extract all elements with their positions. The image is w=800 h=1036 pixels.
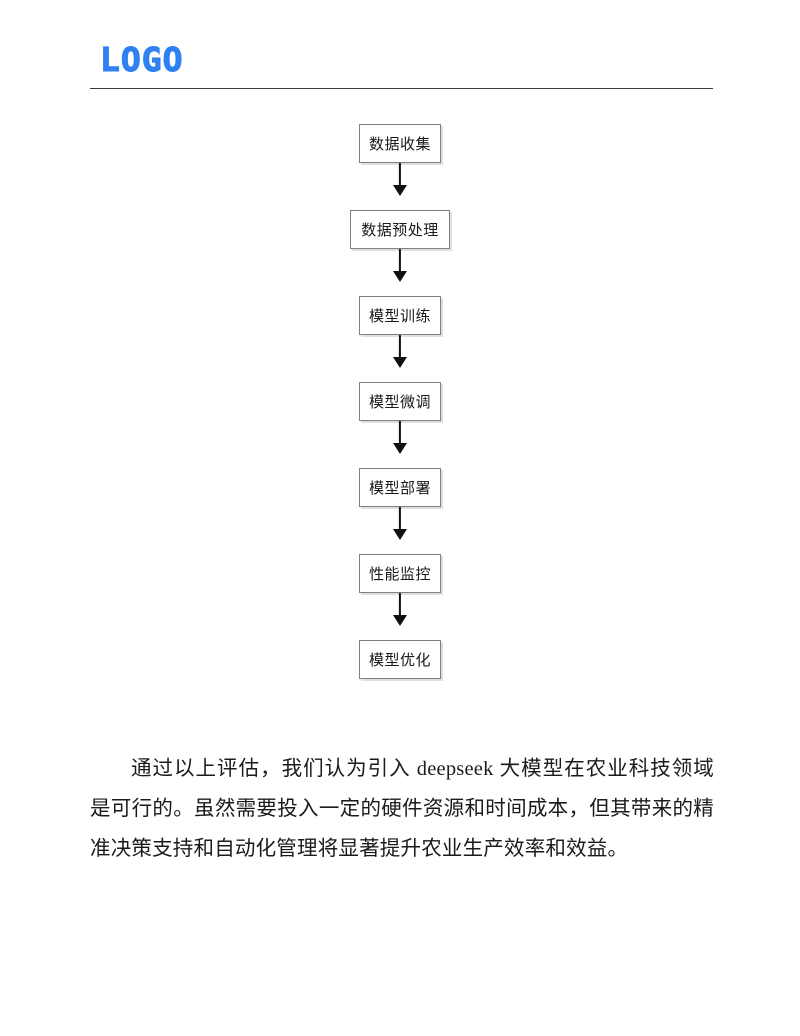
flow-step-model-optimization[interactable]: 模型优化 bbox=[359, 640, 441, 679]
flow-step-model-finetuning[interactable]: 模型微调 bbox=[359, 382, 441, 421]
flow-step-model-deployment[interactable]: 模型部署 bbox=[359, 468, 441, 507]
flow-arrow-4 bbox=[391, 421, 409, 454]
page-header: LOGO bbox=[90, 39, 713, 90]
flow-step-data-preprocessing[interactable]: 数据预处理 bbox=[350, 210, 450, 249]
flow-step-label: 模型优化 bbox=[368, 651, 431, 669]
flow-arrow-3 bbox=[391, 335, 409, 368]
flow-step-label: 模型部署 bbox=[368, 479, 431, 497]
header-divider bbox=[90, 88, 713, 89]
flow-arrow-2 bbox=[391, 249, 409, 282]
logo-text: LOGO bbox=[99, 39, 184, 79]
flow-step-label: 数据预处理 bbox=[361, 221, 439, 239]
flow-step-label: 模型训练 bbox=[368, 307, 431, 325]
process-flowchart: 数据收集 数据预处理 模型训练 模型微调 模型部署 性能监控 bbox=[0, 110, 800, 700]
flow-step-label: 数据收集 bbox=[368, 135, 431, 153]
flow-step-model-training[interactable]: 模型训练 bbox=[359, 296, 441, 335]
flow-arrow-1 bbox=[391, 163, 409, 196]
conclusion-paragraph: 通过以上评估，我们认为引入 deepseek 大模型在农业科技领域是可行的。虽然… bbox=[90, 757, 714, 860]
flow-step-data-collection[interactable]: 数据收集 bbox=[359, 124, 441, 163]
flow-step-label: 模型微调 bbox=[368, 393, 431, 411]
flow-step-performance-monitoring[interactable]: 性能监控 bbox=[359, 554, 441, 593]
flow-arrow-6 bbox=[391, 593, 409, 626]
flow-arrow-5 bbox=[391, 507, 409, 540]
flow-step-label: 性能监控 bbox=[368, 565, 431, 583]
